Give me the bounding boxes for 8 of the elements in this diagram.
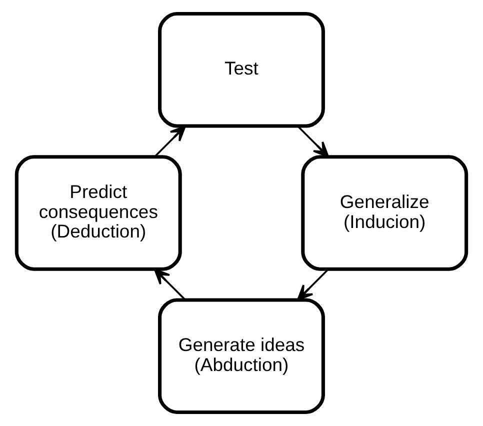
arrow [154,268,186,301]
arrow [297,125,330,158]
node-box: Generalize (Inducion) [301,155,468,271]
node-box: Generate ideas (Abduction) [158,298,325,414]
arrow [297,268,330,301]
arrow [154,125,186,158]
node-box: Predict consequences (Deduction) [14,155,182,271]
node-box: Test [158,12,325,128]
